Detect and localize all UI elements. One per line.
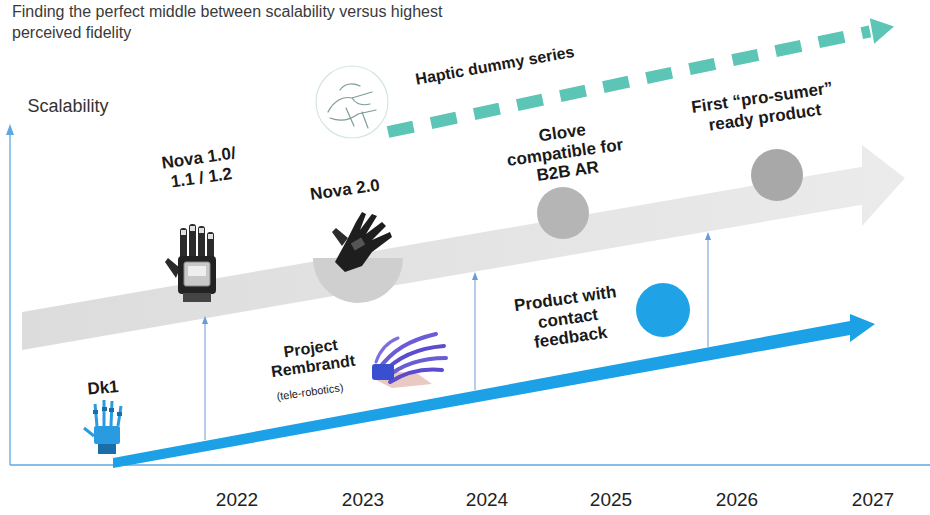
year-tick: 2027: [852, 489, 894, 511]
glove-module: [351, 238, 365, 251]
series-label: Haptic dummy series: [414, 43, 576, 89]
glove-thumb: [332, 228, 348, 246]
glove-module: [184, 262, 210, 286]
milestone-note: (tele-robotics): [276, 381, 344, 403]
dk1-joint: [109, 408, 114, 412]
exo-base: [372, 364, 394, 380]
year-tick: 2025: [590, 489, 632, 511]
dk1-wrist: [98, 444, 116, 454]
glove-finger: [198, 226, 205, 260]
milestone-node: First “pro-sumer” ready product: [671, 88, 856, 127]
y-axis-head: [6, 124, 14, 135]
leader-arrow: [205, 322, 206, 440]
leader-arrow-head: [705, 232, 711, 240]
milestone-label: Nova 2.0: [309, 175, 381, 204]
year-tick: 2023: [342, 489, 384, 511]
dk1-joint: [93, 410, 98, 414]
dk1-joint: [102, 407, 107, 411]
nova-glove-image: [165, 224, 216, 302]
glove-thumb: [165, 258, 180, 278]
dk1-palm: [94, 426, 120, 444]
milestone-node: Glove compatible for B2B AR: [496, 123, 634, 182]
dashed-teal-arrow-head: [870, 18, 894, 44]
milestone-label: Dk1: [87, 377, 120, 399]
glove-finger: [189, 224, 196, 260]
dk1-thumb: [84, 428, 94, 436]
hand-sketch: [328, 84, 376, 128]
y-axis: [9, 133, 10, 465]
milestone-circle: [636, 283, 690, 337]
glove-module-face: [188, 266, 206, 276]
finger-cap: [208, 234, 213, 239]
milestone-node: Product with contact feedback: [509, 289, 627, 348]
rembrandt-hand-image: [372, 334, 446, 388]
exo-thumb: [376, 338, 398, 362]
axis-label: Scalability: [27, 96, 108, 117]
year-tick: 2026: [716, 489, 758, 511]
exo-finger: [390, 370, 442, 383]
grey-roadmap-arrow: [22, 145, 905, 350]
milestone-circle: [751, 149, 803, 201]
leader-arrow: [708, 238, 709, 347]
glove-finger: [180, 228, 187, 260]
sketch-icon-ring: [316, 66, 388, 138]
milestone-label: Product with contact feedback: [505, 281, 630, 355]
milestone-label: Project Rembrandt: [260, 333, 364, 383]
glove-finger: [207, 232, 214, 260]
dk1-finger: [103, 400, 106, 426]
dk1-finger: [118, 406, 121, 426]
glove-palm: [178, 256, 216, 294]
leader-arrow-head: [472, 272, 478, 280]
finger-cap: [181, 230, 186, 235]
milestone-circle: [537, 187, 589, 239]
milestone-label: First “pro-sumer” ready product: [669, 76, 858, 140]
finger-cap: [190, 226, 195, 231]
milestone-label: Nova 1.0/ 1.1 / 1.2: [157, 143, 244, 193]
milestone-label: Glove compatible for B2B AR: [493, 113, 638, 190]
diagram-title: Finding the perfect middle between scala…: [12, 2, 452, 44]
leader-arrow: [475, 278, 476, 390]
finger-cap: [199, 228, 204, 233]
nova2-glove-image: [332, 212, 392, 272]
dk1-finger: [111, 401, 112, 426]
x-axis: [10, 464, 930, 465]
glove-cuff: [183, 293, 211, 302]
dk1-hand-image: [84, 400, 122, 454]
leader-arrow-head: [202, 316, 208, 324]
dk1-finger: [95, 404, 97, 426]
dk1-joint: [117, 412, 122, 416]
year-tick: 2024: [466, 489, 508, 511]
year-tick: 2022: [216, 489, 258, 511]
blue-roadmap-arrow: [113, 314, 875, 468]
